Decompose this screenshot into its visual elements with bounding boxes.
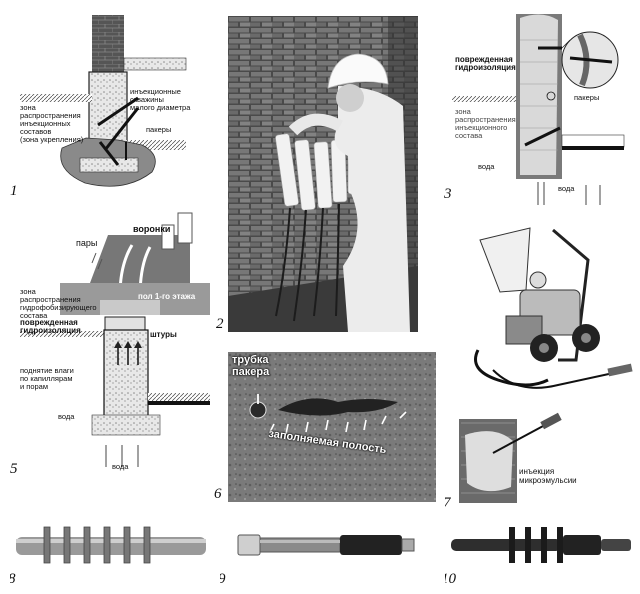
filled-cavity-photo [228,352,436,502]
panel-number: 2 [216,316,224,332]
label-zone: зона распространения инъекционного соста… [455,107,516,140]
label-water: вода [58,412,75,421]
hydrophobization-diagram [20,212,210,467]
label-floor: пол 1-го этажа [138,292,196,301]
panel-number: 8 [10,571,16,588]
label-rise: поднятие влаги по капиллярам и порам [20,366,74,391]
label-water: вода [478,162,495,171]
label-vapor: пары [76,238,98,248]
panel-9-packer: 9 [220,515,420,594]
label-zone: зона распространения инъекционных состав… [20,103,84,144]
label-injection: инъекция микроэмульсии [519,467,577,485]
panel-number: 6 [214,486,222,502]
worker-injecting-wall-photo [228,16,418,332]
panel-number: 10 [445,571,456,587]
panel-8-packer: 8 [10,515,210,594]
label-funnels: воронки [133,224,171,234]
label-holes: инъекционные скважины малого диаметра [130,87,191,112]
injection-pump-image [474,227,633,389]
panel-number: 1 [10,183,18,199]
metal-packer-image [237,534,415,556]
panel-4-pump: 4 [458,220,640,410]
microemulsion-injection-diagram [459,412,562,503]
panel-7-diagram: инъекция микроэмульсии 7 [445,405,640,515]
panel-2-photo [228,16,418,332]
panel-number: 5 [10,461,18,477]
plastic-packer-image [451,527,631,563]
panel-3-diagram: поврежденная гидроизоляция пакеры зона р… [420,0,640,215]
panel-6-photo: трубка пакера заполняемая полость [228,352,436,502]
panel-number: 9 [220,571,226,588]
label-packers: пакеры [146,125,172,134]
panel-number: 3 [444,186,452,202]
panel-1-diagram: зона распространения инъекционных состав… [0,0,200,205]
label-packers: пакеры [574,93,600,102]
damaged-waterproofing-diagram [452,14,625,205]
label-damaged: поврежденная гидроизоляция [20,318,81,335]
label-tube: трубка пакера [232,354,270,378]
wall-injection-diagram [20,15,187,187]
label-water: вода [558,184,575,193]
panel-number: 7 [445,495,451,512]
panel-5-diagram: воронки пары зона распространения гидроф… [0,205,215,485]
label-water: вода [112,462,129,471]
panel-10-packer: 10 [445,515,640,594]
packer-image [16,526,206,564]
label-rods: штуры [150,330,177,339]
label-damaged: поврежденная гидроизоляция [455,55,516,72]
label-zone: зона распространения гидрофобизирующего … [20,287,97,320]
